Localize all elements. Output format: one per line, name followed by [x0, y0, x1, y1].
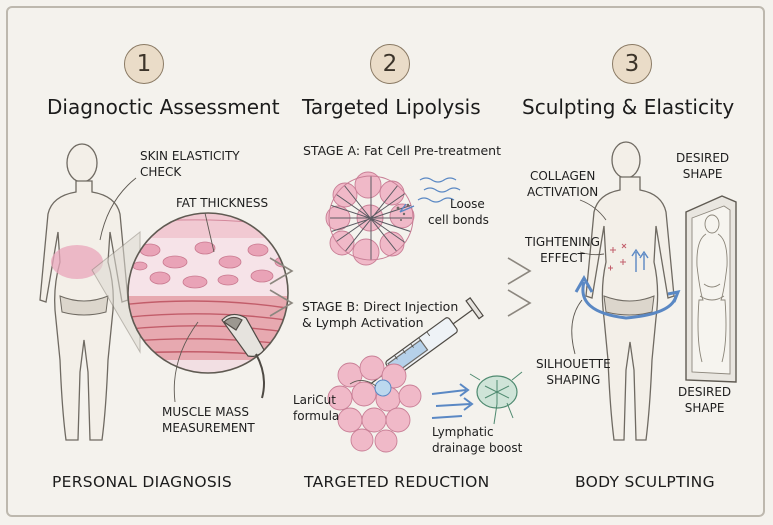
magnifier-outline [127, 212, 289, 374]
formula-leader [349, 380, 377, 387]
label-silhouette: SILHOUETTE SHAPING [536, 357, 611, 387]
label-desired-shape-top: DESIRED SHAPE [676, 151, 730, 181]
arrow-right-icon-2 [507, 257, 532, 317]
label-desired-shape-bottom: DESIRED SHAPE [678, 385, 732, 415]
step-number-3: 3 [612, 44, 652, 84]
label-drainage: Lymphatic drainage boost [432, 425, 523, 455]
label-loose-bonds: Loose cell bonds [428, 197, 489, 227]
outer-frame [6, 6, 765, 517]
fat-cell-cluster-b [327, 355, 422, 453]
rotation-arrows-icon [574, 274, 681, 320]
title-lipolysis: Targeted Lipolysis [302, 95, 481, 119]
underwear-left [59, 295, 109, 316]
formula-droplet-icon [374, 379, 392, 397]
footer-body-sculpting: BODY SCULPTING [575, 473, 715, 491]
lymph-node-icon [469, 371, 523, 425]
leader-lines-left [99, 177, 215, 403]
footer-targeted-reduction: TARGETED REDUCTION [304, 473, 490, 491]
label-collagen: COLLAGEN ACTIVATION [527, 169, 599, 199]
step-number-1: 1 [124, 44, 164, 84]
tightening-marks-icon [631, 248, 649, 272]
label-stage-b: STAGE B: Direct Injection & Lymph Activa… [302, 299, 459, 330]
label-stage-a: STAGE A: Fat Cell Pre-treatment [303, 143, 502, 158]
label-skin-elasticity: SKIN ELASTICITY CHECK [140, 149, 240, 179]
footer-personal-diagnosis: PERSONAL DIAGNOSIS [52, 473, 233, 491]
arrow-right-icon [269, 257, 294, 317]
title-assessment: Diagnoctic Assessment [47, 95, 280, 119]
fat-cell-cluster-a [325, 171, 415, 266]
label-formula: LariCut formula [293, 393, 340, 423]
label-fat-thickness: FAT THICKNESS [176, 196, 269, 210]
body-figure-right [585, 141, 675, 441]
mirror-icon [685, 195, 737, 383]
leader-lines-right [571, 199, 607, 355]
sparkle-marks [608, 243, 627, 271]
title-sculpting: Sculpting & Elasticity [522, 95, 735, 119]
step-number-2: 2 [370, 44, 410, 84]
wave-lines-icon [399, 177, 461, 213]
tissue-magnifier [128, 213, 288, 373]
underwear-right [603, 295, 655, 316]
drainage-arrows-icon [431, 383, 474, 419]
label-muscle-mass: MUSCLE MASS MEASUREMENT [162, 405, 255, 435]
abdomen-fat-highlight [51, 245, 103, 279]
label-tightening: TIGHTENING EFFECT [525, 235, 600, 265]
ultrasound-probe-icon [221, 313, 265, 399]
